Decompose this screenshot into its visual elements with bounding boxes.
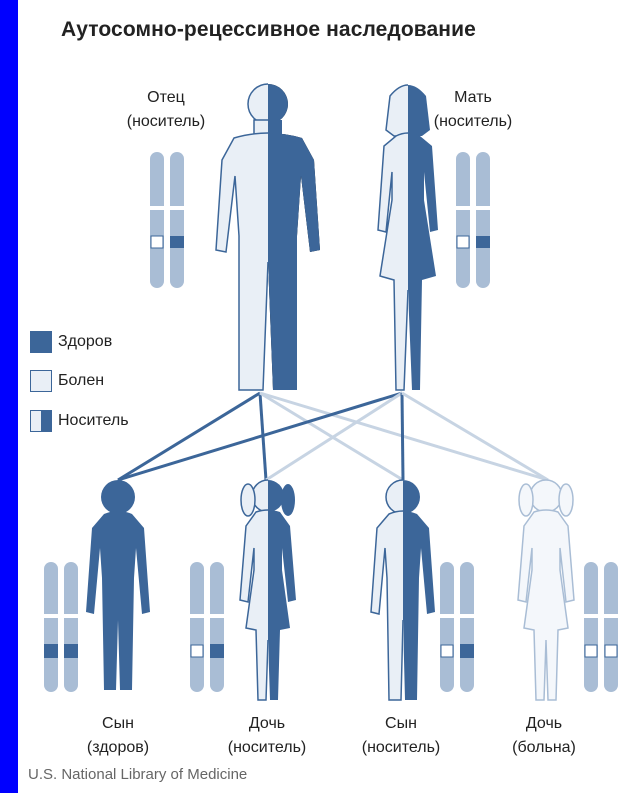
daughter-sick-chromosomes <box>584 562 618 692</box>
son-healthy-figure <box>86 480 150 690</box>
child-2-name: Дочь <box>204 712 330 736</box>
child-4-label: Дочь (больна) <box>484 712 604 760</box>
legend-healthy: Здоров <box>30 331 112 353</box>
child-1-status: (здоров) <box>58 736 178 760</box>
child-1-label: Сын (здоров) <box>58 712 178 760</box>
inheritance-lines <box>118 393 548 480</box>
child-2-label: Дочь (носитель) <box>204 712 330 760</box>
father-name: Отец <box>106 86 226 110</box>
child-4-status: (больна) <box>484 736 604 760</box>
page-title: Аутосомно-рецессивное наследование <box>61 18 476 42</box>
father-label: Отец (носитель) <box>106 86 226 134</box>
child-3-label: Сын (носитель) <box>338 712 464 760</box>
legend-healthy-label: Здоров <box>58 333 112 351</box>
child-3-name: Сын <box>338 712 464 736</box>
mother-name: Мать <box>413 86 533 110</box>
child-1-name: Сын <box>58 712 178 736</box>
child-3-status: (носитель) <box>338 736 464 760</box>
mother-chromosomes <box>456 152 490 288</box>
credit-line: U.S. National Library of Medicine <box>28 766 247 783</box>
father-status: (носитель) <box>106 110 226 134</box>
legend-healthy-swatch <box>30 331 52 353</box>
legend-carrier-swatch <box>30 410 52 432</box>
legend-carrier-label: Носитель <box>58 412 129 430</box>
diagram-card: Аутосомно-рецессивное наследование Отец … <box>18 0 627 793</box>
father-affected-half <box>216 84 320 390</box>
child-4-name: Дочь <box>484 712 604 736</box>
daughter-carrier-chromosomes <box>190 562 224 692</box>
legend-sick-label: Болен <box>58 372 104 390</box>
mother-status: (носитель) <box>413 110 533 134</box>
father-chromosomes <box>150 152 184 288</box>
legend-sick-swatch <box>30 370 52 392</box>
child-2-status: (носитель) <box>204 736 330 760</box>
mother-label: Мать (носитель) <box>413 86 533 134</box>
daughter-sick-figure <box>518 480 574 700</box>
legend-sick: Болен <box>30 370 104 392</box>
son-healthy-chromosomes <box>44 562 78 692</box>
son-carrier-chromosomes <box>440 562 474 692</box>
legend-carrier: Носитель <box>30 410 129 432</box>
